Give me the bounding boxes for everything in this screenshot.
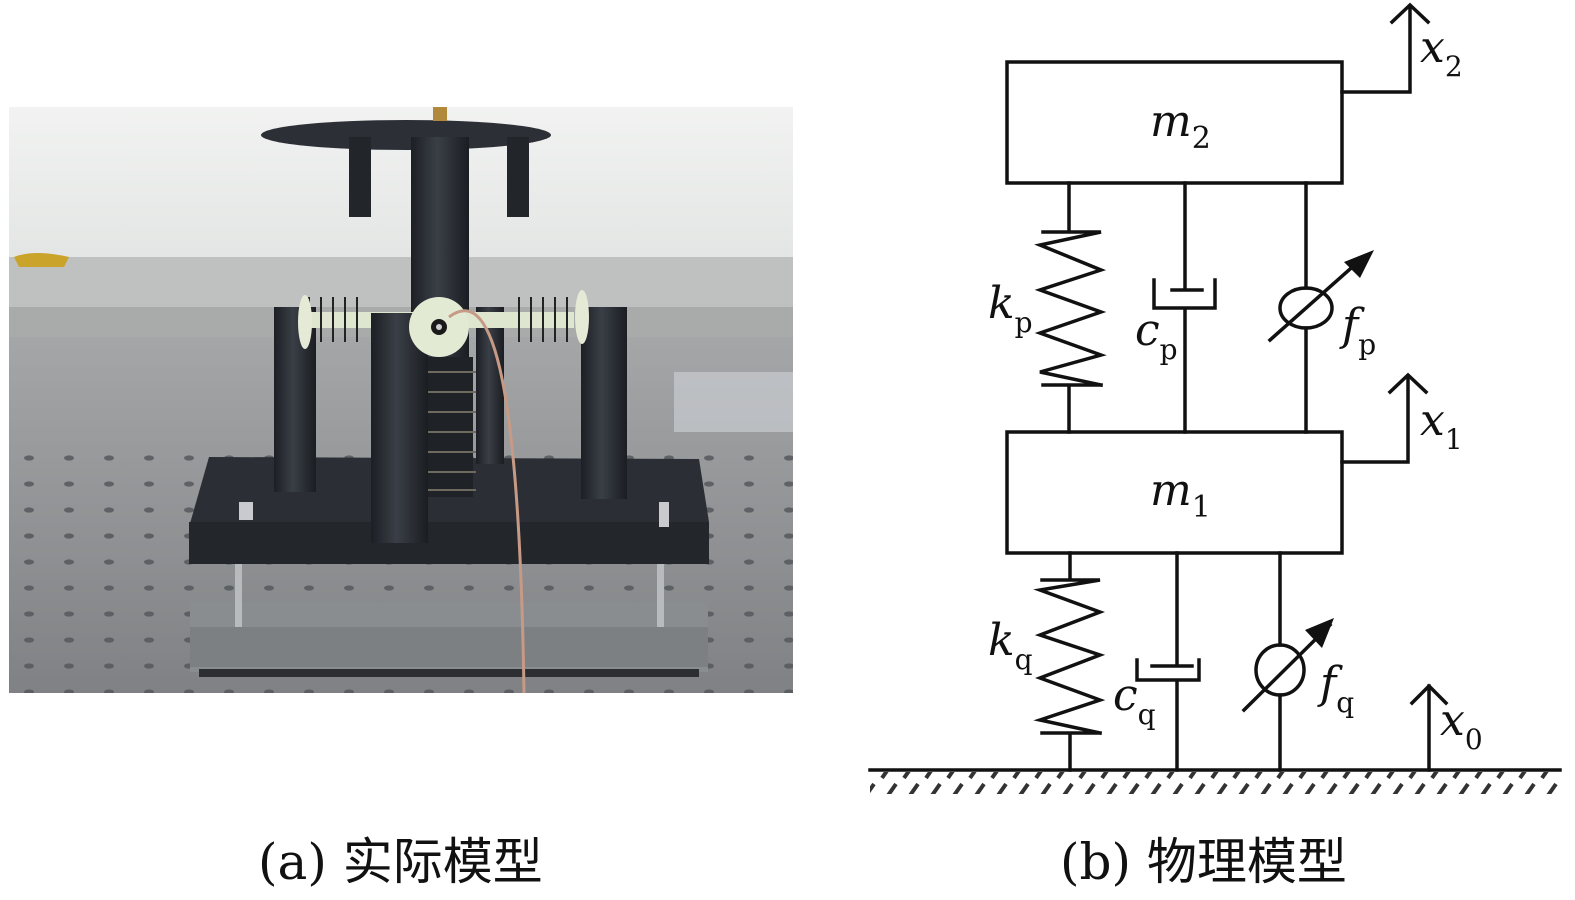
x2-arrow	[1340, 2, 1431, 94]
caption-physical-model: (b) 物理模型	[1060, 833, 1347, 891]
fq-arrowhead	[1305, 618, 1334, 648]
label-m2: m2	[1150, 96, 1211, 156]
label-x1: x1	[1420, 395, 1463, 456]
label-kq: kq	[988, 615, 1033, 676]
label-x2: x2	[1420, 22, 1463, 83]
mass-m2-block	[1005, 60, 1344, 185]
support-post	[581, 307, 627, 499]
yellow-object	[14, 253, 69, 267]
label-kp: kp	[988, 278, 1033, 339]
x1-arrow	[1340, 372, 1429, 464]
label-cq: cq	[1113, 670, 1156, 731]
sensor-cable	[448, 309, 526, 693]
damper-cq	[1135, 551, 1201, 772]
vertical-spring	[427, 357, 473, 497]
spring-kp	[1034, 181, 1107, 434]
spring-kq	[1033, 551, 1106, 772]
label-fp: fp	[1339, 300, 1376, 361]
support-post	[476, 307, 504, 464]
label-cp: cp	[1135, 305, 1178, 366]
label-x0: x0	[1440, 695, 1483, 756]
support-post-front	[371, 313, 428, 543]
damper-cp	[1152, 181, 1217, 434]
top-disk	[261, 120, 551, 150]
actuator-fq	[1241, 551, 1333, 772]
caption-actual-model: (a) 实际模型	[258, 833, 543, 891]
actuator-fp	[1267, 181, 1361, 434]
fp-arrowhead	[1344, 250, 1374, 278]
ground-hatch	[870, 772, 1560, 794]
physical-model-diagram: m2 m1 x2 x1 x0 kp cp fp kq cq fq	[868, 2, 1562, 794]
x0-arrow	[1409, 683, 1449, 772]
label-fq: fq	[1317, 658, 1354, 719]
label-m1: m1	[1150, 465, 1211, 525]
photo-actual-model	[9, 107, 793, 693]
mass-m1-block	[1005, 430, 1344, 555]
